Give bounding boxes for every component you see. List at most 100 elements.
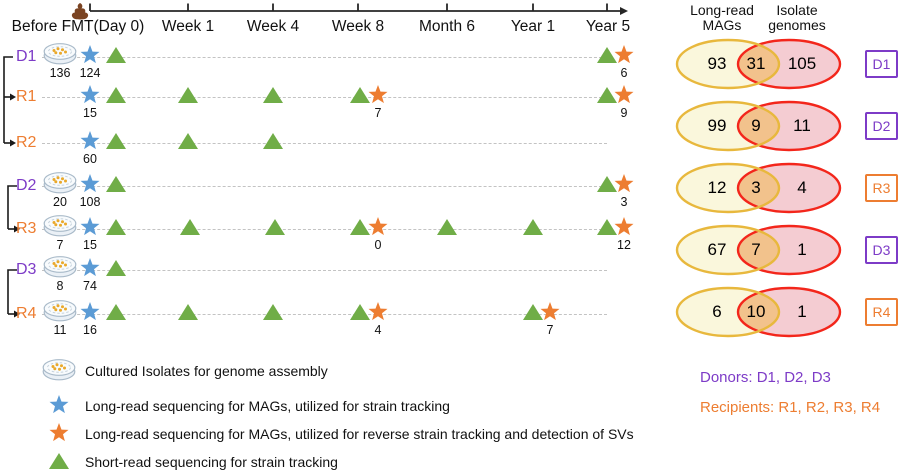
petri-dish-icon [43, 43, 77, 65]
green-triangle-icon [265, 218, 285, 235]
venn-left-count: 93 [707, 54, 727, 73]
venn-label-box-d3: D3 [865, 236, 898, 264]
venn-left-count: 67 [707, 240, 727, 259]
petri-dish-icon [43, 215, 77, 237]
blue-star-icon [80, 84, 100, 103]
sample-count: 16 [83, 323, 97, 337]
sample-count: 4 [374, 323, 382, 337]
sample-count: 3 [620, 195, 628, 209]
blue-star-icon [80, 173, 100, 192]
sample-count: 0 [374, 238, 382, 252]
legend-item-label: Short-read sequencing for strain trackin… [85, 454, 338, 470]
timeline-axis [89, 3, 628, 15]
timeline-row-line [42, 97, 607, 98]
petri-dish-icon [43, 172, 77, 194]
sample-count: 11 [53, 323, 67, 337]
venn-left-count: 99 [707, 116, 727, 135]
petri-dish-icon [43, 300, 77, 322]
green-triangle-icon [178, 132, 198, 149]
orange-star-icon [540, 301, 560, 320]
sample-count: 7 [374, 106, 382, 120]
sample-count: 124 [79, 66, 101, 80]
venn-row-d1: 93 31 105 D1 [670, 35, 900, 93]
orange-star-icon [368, 301, 388, 320]
venn-right-count: 4 [797, 178, 807, 197]
blue-star-icon [80, 44, 100, 63]
petri-dish-icon [42, 359, 76, 381]
green-triangle-icon [106, 218, 126, 235]
venn-col-header-isolate-genomes: Isolate genomes [768, 2, 826, 33]
orange-star-icon [614, 173, 634, 192]
green-triangle-icon [597, 218, 617, 235]
orange-star-icon [368, 216, 388, 235]
timeline-row-line [42, 143, 607, 144]
timeline-row-label-r1: R1 [16, 88, 37, 105]
timeline-row-label-r3: R3 [16, 220, 37, 237]
orange-star-icon [614, 44, 634, 63]
sample-count: 7 [56, 238, 64, 252]
venn-overlap-count: 31 [746, 54, 766, 73]
venn-label-box-d1: D1 [865, 50, 898, 78]
venn-ellipses-icon [675, 286, 842, 338]
sample-count: 15 [83, 106, 97, 120]
timeline-row-label-r2: R2 [16, 134, 37, 151]
green-triangle-icon [178, 303, 198, 320]
venn-ellipses-icon [675, 224, 842, 276]
timeline-row-label-d3: D3 [16, 261, 37, 278]
sample-count: 74 [83, 279, 97, 293]
green-triangle-icon [597, 46, 617, 63]
green-triangle-icon [263, 86, 283, 103]
sample-count: 12 [617, 238, 631, 252]
venn-label-box-r4: R4 [865, 298, 898, 326]
green-triangle-icon [523, 303, 543, 320]
timeline-tick-label: Month 6 [418, 18, 475, 35]
venn-ellipses-icon [675, 38, 842, 90]
timeline-tick-label: Year 5 [585, 18, 631, 35]
timeline-tick-label: Week 4 [246, 18, 300, 35]
venn-right-count: 105 [787, 54, 817, 73]
green-triangle-icon [178, 86, 198, 103]
green-triangle-icon [49, 452, 69, 469]
venn-right-count: 11 [793, 116, 811, 135]
green-triangle-icon [350, 86, 370, 103]
timeline-tick-label: Week 1 [161, 18, 215, 35]
green-triangle-icon [263, 132, 283, 149]
green-triangle-icon [106, 132, 126, 149]
timeline-row-line [42, 186, 607, 187]
venn-label-box-d2: D2 [865, 112, 898, 140]
sample-count: 136 [49, 66, 71, 80]
orange-star-icon [49, 422, 69, 441]
venn-right-count: 1 [797, 302, 807, 321]
venn-ellipses-icon [675, 100, 842, 152]
green-triangle-icon [350, 218, 370, 235]
blue-star-icon [80, 130, 100, 149]
green-triangle-icon [180, 218, 200, 235]
venn-overlap-count: 9 [751, 116, 761, 135]
venn-ellipses-icon [675, 162, 842, 214]
blue-star-icon [49, 394, 69, 413]
timeline-row-line [42, 57, 607, 58]
legend-item-label: Cultured Isolates for genome assembly [85, 363, 328, 379]
footer-donors-list: Donors: D1, D2, D3 [700, 369, 831, 386]
stool-sample-icon [71, 3, 89, 20]
venn-left-count: 6 [712, 302, 722, 321]
orange-star-icon [614, 216, 634, 235]
petri-dish-icon [43, 256, 77, 278]
timeline-tick-label: Week 8 [331, 18, 385, 35]
timeline-row-label-d2: D2 [16, 177, 37, 194]
green-triangle-icon [597, 86, 617, 103]
timeline-row-label-d1: D1 [16, 48, 37, 65]
blue-star-icon [80, 301, 100, 320]
green-triangle-icon [350, 303, 370, 320]
venn-col-header-longread-mags: Long-read MAGs [690, 2, 754, 33]
sample-count: 108 [79, 195, 101, 209]
venn-left-count: 12 [707, 178, 727, 197]
timeline-row-label-r4: R4 [16, 305, 37, 322]
sample-count: 8 [56, 279, 64, 293]
green-triangle-icon [597, 175, 617, 192]
timeline-tick-label: Year 1 [510, 18, 556, 35]
